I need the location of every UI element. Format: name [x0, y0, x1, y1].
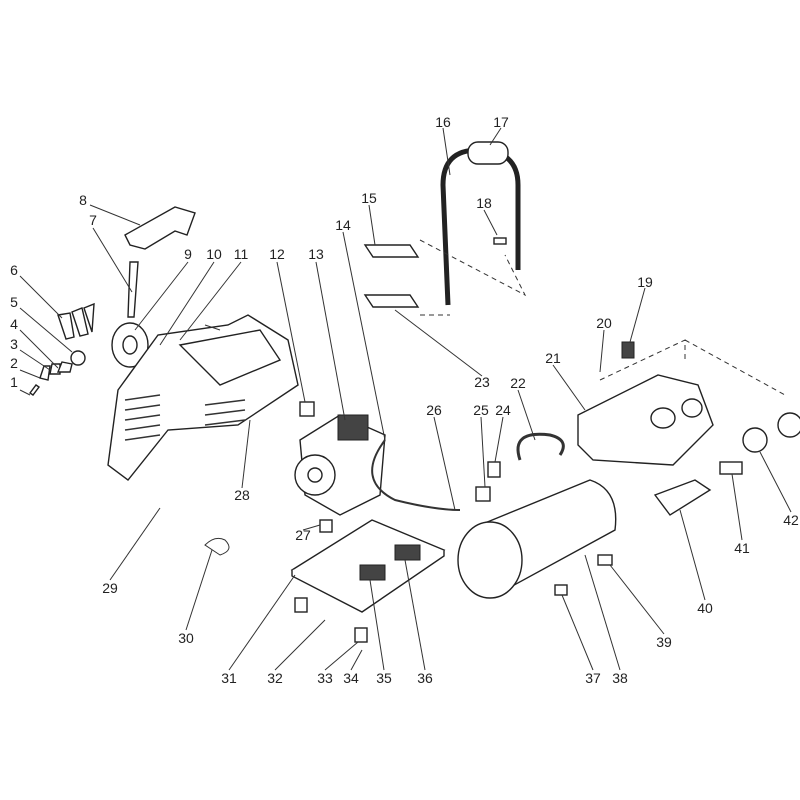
- part-labels: 1 2 3 4 5 6 7 8 9 10 11 12 13 14 15 16 1…: [10, 114, 799, 686]
- handle-cover: [124, 206, 196, 250]
- part-label: 14: [335, 217, 351, 233]
- handle: [440, 141, 521, 306]
- part-label: 24: [495, 402, 511, 418]
- hose: [371, 439, 461, 511]
- part-label: 19: [637, 274, 653, 290]
- gauge-1: [742, 427, 768, 453]
- part-label: 30: [178, 630, 194, 646]
- leader-lines: [19, 127, 792, 671]
- air-tank: [457, 479, 617, 599]
- part-label: 21: [545, 350, 561, 366]
- part-label: 13: [308, 246, 324, 262]
- part-label: 9: [184, 246, 192, 262]
- part-label: 27: [295, 527, 311, 543]
- fitting-41: [719, 461, 743, 475]
- bushing-27: [319, 519, 333, 533]
- part-label: 2: [10, 355, 18, 371]
- part-label: 16: [435, 114, 451, 130]
- base-plate: [290, 519, 446, 613]
- valve-24: [487, 461, 501, 478]
- part-label: 3: [10, 336, 18, 352]
- part-label: 33: [317, 670, 333, 686]
- accessory-tips: [28, 302, 95, 396]
- part-label: 25: [473, 402, 489, 418]
- elbow-25: [475, 486, 491, 502]
- part-label: 35: [376, 670, 392, 686]
- switch: [621, 341, 635, 359]
- part-label: 26: [426, 402, 442, 418]
- part-label: 39: [656, 634, 672, 650]
- part-label: 37: [585, 670, 601, 686]
- gauge-2: [777, 412, 800, 438]
- part-label: 42: [783, 512, 799, 528]
- part-label: 22: [510, 375, 526, 391]
- clip-30: [204, 537, 230, 556]
- part-label: 10: [206, 246, 222, 262]
- part-label: 11: [234, 246, 249, 262]
- part-label: 6: [10, 262, 18, 278]
- foot-2: [354, 627, 368, 643]
- shroud: [107, 314, 299, 481]
- part-label: 20: [596, 315, 612, 331]
- part-label: 18: [476, 195, 492, 211]
- handle-bracket-lower: [363, 294, 420, 308]
- part-label: 29: [102, 580, 118, 596]
- drain-37: [554, 584, 568, 596]
- bolt: [493, 237, 507, 245]
- part-label: 31: [221, 670, 237, 686]
- part-label: 34: [343, 670, 359, 686]
- motor-pump: [294, 414, 386, 516]
- part-label: 4: [10, 316, 18, 332]
- part-label: 12: [269, 246, 285, 262]
- part-label: 17: [493, 114, 509, 130]
- part-label: 1: [10, 374, 18, 390]
- part-label: 32: [267, 670, 283, 686]
- part-label: 41: [734, 540, 750, 556]
- hose-22: [516, 432, 565, 461]
- part-label: 28: [234, 487, 250, 503]
- manifold-40: [653, 479, 712, 516]
- part-label: 5: [10, 294, 18, 310]
- part-label: 23: [474, 374, 490, 390]
- part-label: 8: [79, 192, 87, 208]
- fitting: [299, 401, 315, 417]
- foot-1: [294, 597, 308, 613]
- handle-bracket-upper: [363, 244, 420, 258]
- part-label: 40: [697, 600, 713, 616]
- fitting-39: [597, 554, 613, 566]
- part-label: 38: [612, 670, 628, 686]
- part-label: 15: [361, 190, 377, 206]
- bracket: [127, 261, 139, 318]
- part-label: 7: [89, 212, 97, 228]
- part-label: 36: [417, 670, 433, 686]
- control-housing: [577, 374, 714, 466]
